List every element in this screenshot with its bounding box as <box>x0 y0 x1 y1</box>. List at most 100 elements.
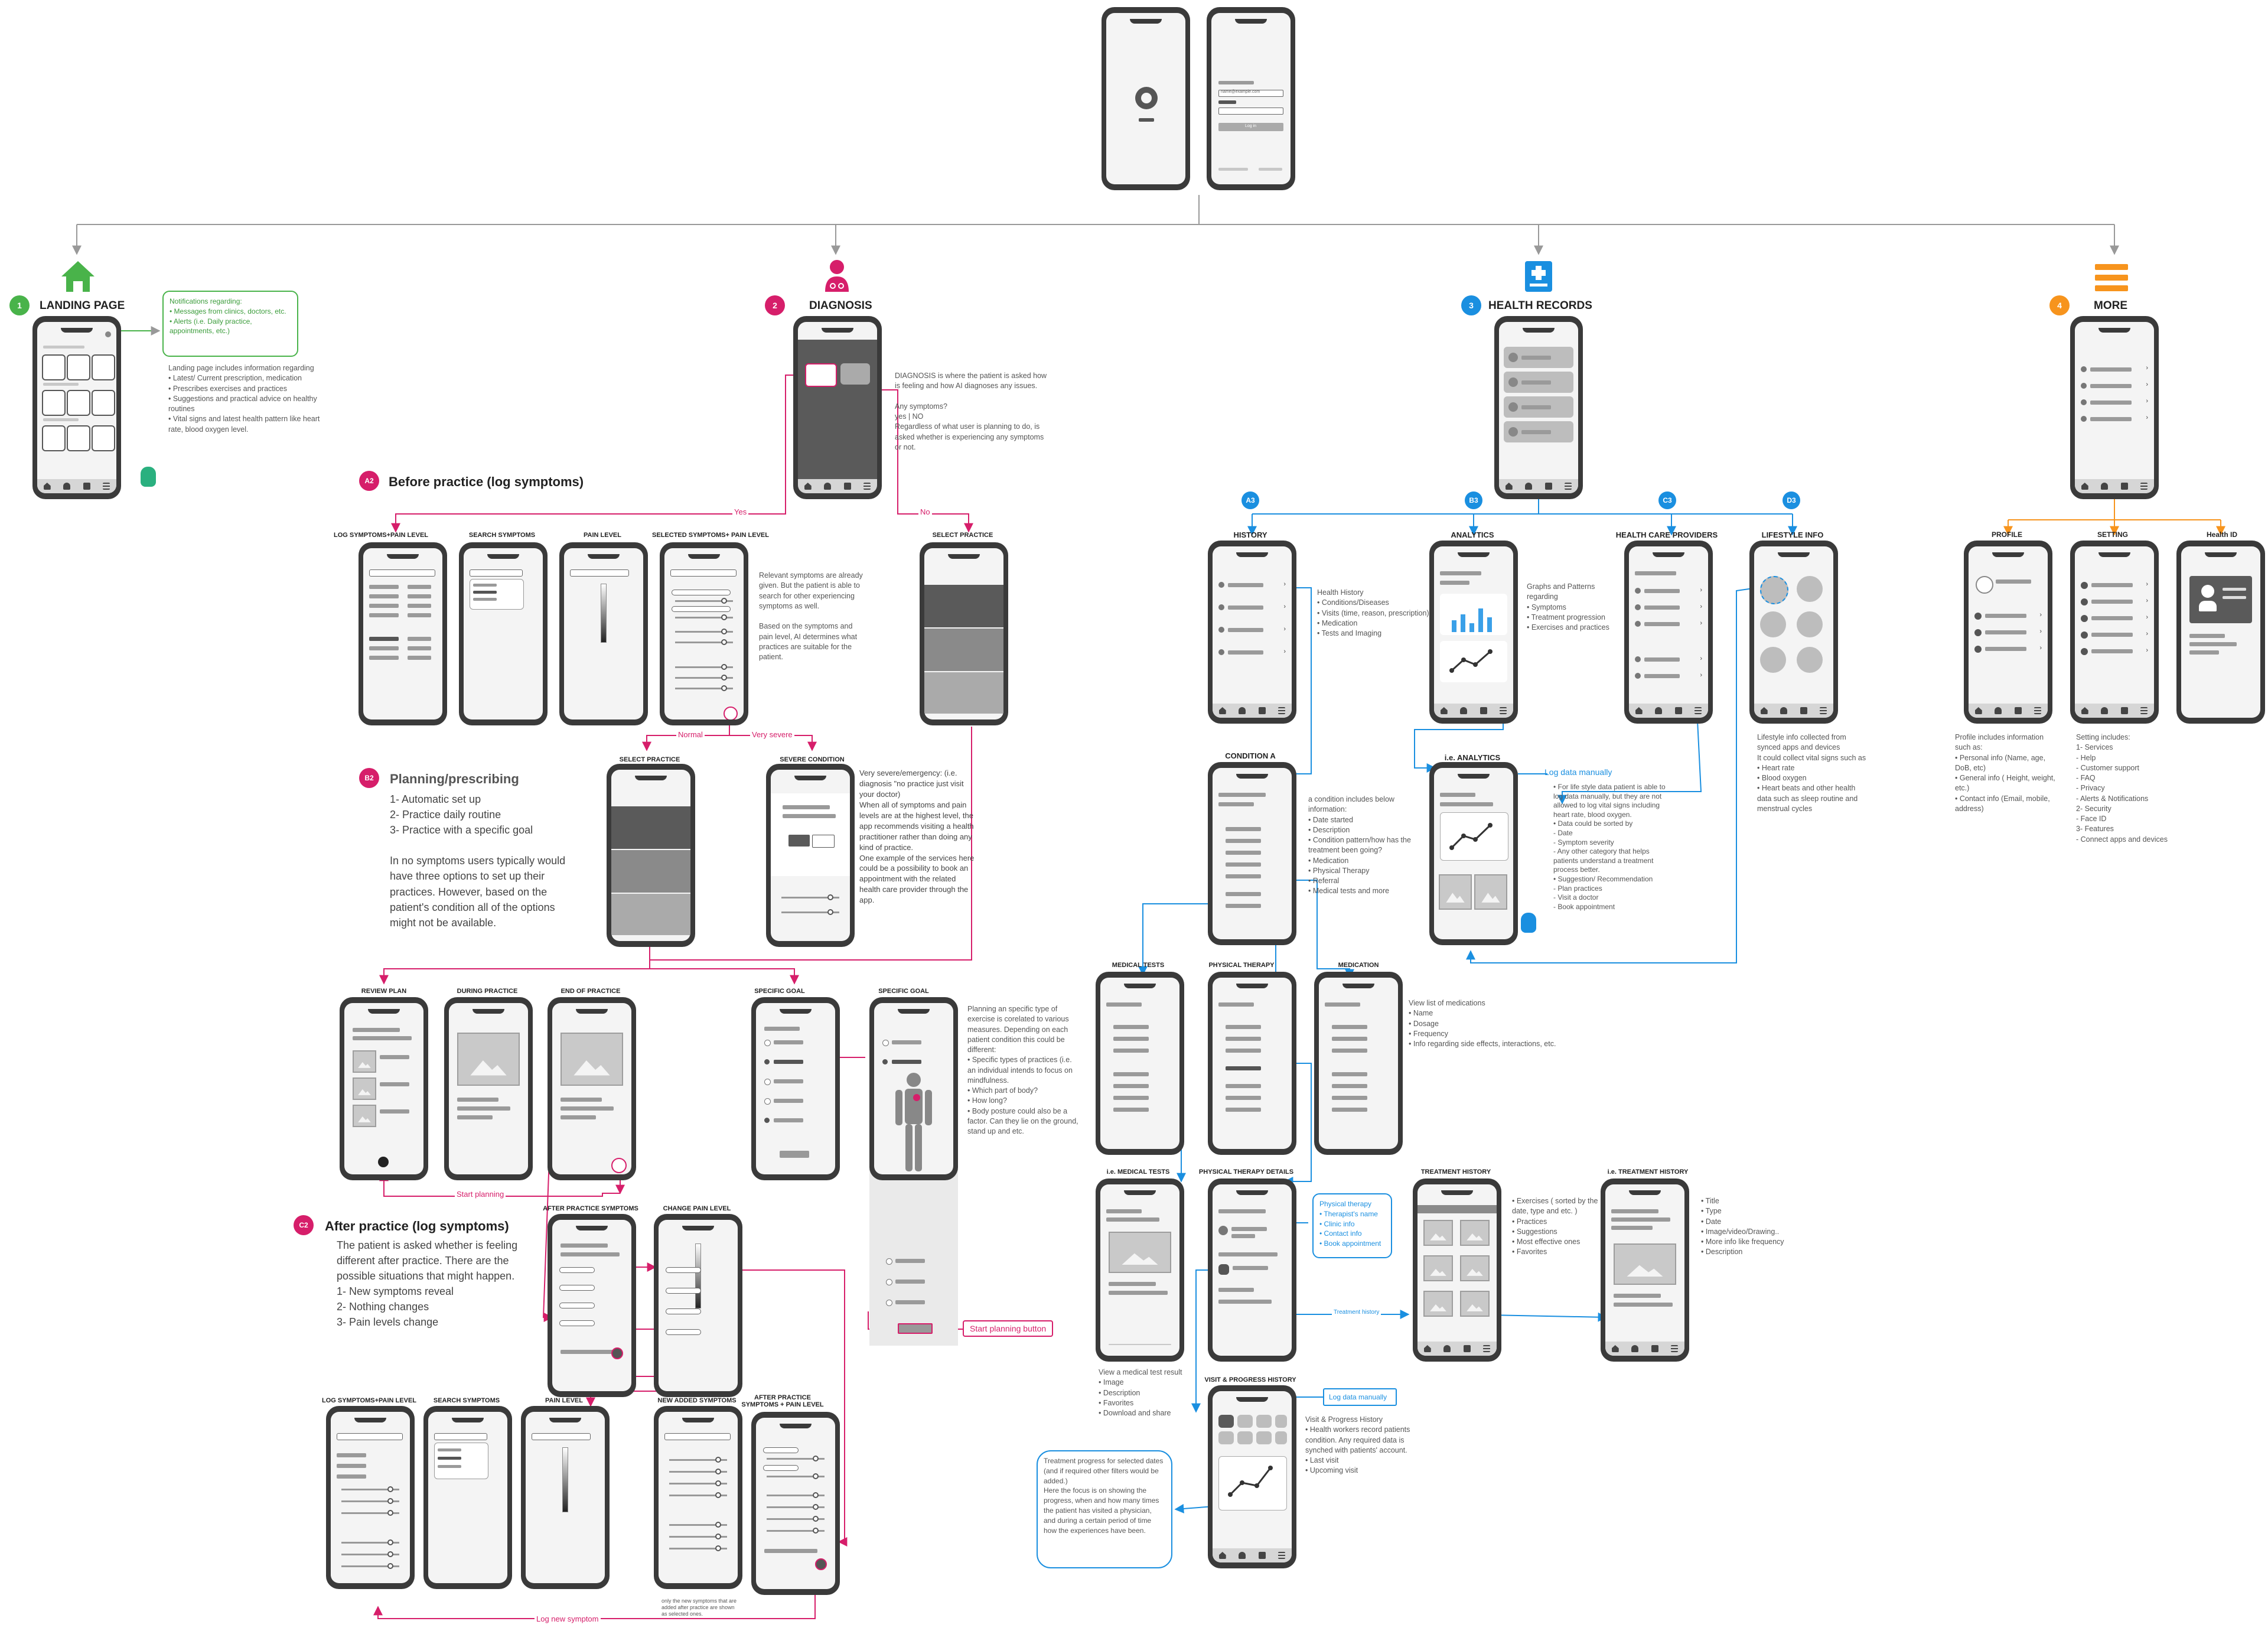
screen-title: VISIT & PROGRESS HISTORY <box>1204 1376 1296 1383</box>
treatment-history-note: • Exercises ( sorted by the date, type a… <box>1512 1197 1598 1256</box>
screen-title: i.e. ANALYTICS <box>1444 753 1501 762</box>
tap-hand-icon <box>141 467 156 487</box>
screen-title: LIFESTYLE INFO <box>1761 530 1824 539</box>
subsection-badge-c2: C2 <box>294 1215 314 1235</box>
screen-title: SEVERE CONDITION <box>780 756 845 763</box>
review-plan-screen <box>340 997 428 1180</box>
treatment-progress-note: Treatment progress for selected dates (a… <box>1037 1450 1172 1568</box>
log-data-notes: • For life style data patient is able to… <box>1553 783 1666 911</box>
lifestyle-note: Lifestyle info collected from synced app… <box>1757 733 1866 813</box>
screen-title: LOG SYMPTOMS+PAIN LEVEL <box>321 1397 417 1404</box>
screen-title: MEDICATION <box>1338 962 1379 969</box>
screen-title: AFTER PRACTICE SYMPTOMS + PAIN LEVEL <box>741 1394 824 1408</box>
diagnosis-screen <box>793 316 882 499</box>
log-new-symptom-label: Log new symptom <box>535 1614 601 1625</box>
more-screen: › › › › <box>2070 316 2159 499</box>
severe-note: Very severe/emergency: (i.e. diagnosis "… <box>859 769 975 905</box>
log-data-manually-label: Log data manually <box>1544 767 1612 777</box>
screen-title: DURING PRACTICE <box>457 988 518 995</box>
subsection-title-b2: Planning/prescribing <box>390 771 519 786</box>
screen-title: NEW ADDED SYMPTOMS <box>657 1397 737 1404</box>
screen-title: SEARCH SYMPTOMS <box>468 532 536 539</box>
tap-hand-icon <box>1521 913 1536 933</box>
physical-therapy-screen <box>1208 972 1296 1155</box>
very-severe-label: Very severe <box>750 730 794 740</box>
setting-screen: › › › › › <box>2070 541 2159 724</box>
severe-condition-screen <box>766 764 855 947</box>
pain-level-screen <box>559 542 648 725</box>
treatment-history-link-label: Treatment history <box>1332 1308 1381 1317</box>
no-label: No <box>918 507 932 517</box>
start-planning-label: Start planning <box>455 1189 506 1200</box>
line-chart-icon <box>1449 649 1493 673</box>
doctor-icon <box>824 259 850 293</box>
select-practice-screen-2 <box>607 764 695 947</box>
splash-screen <box>1102 7 1190 190</box>
analytics-note: Graphs and Patterns regarding • Symptoms… <box>1527 582 1609 631</box>
subsection-badge-b2: B2 <box>359 768 379 788</box>
landing-page-note: Landing page includes information regard… <box>168 364 320 434</box>
section-title-landing: LANDING PAGE <box>40 299 125 312</box>
subsection-badge-d3: D3 <box>1783 491 1800 509</box>
section-title-more: MORE <box>2094 299 2127 312</box>
health-id-screen <box>2176 541 2265 724</box>
section-number-2: 2 <box>765 295 785 315</box>
screen-title: PHYSICAL THERAPY DETAILS <box>1198 1168 1294 1176</box>
login-button[interactable]: Log in <box>1245 124 1257 128</box>
play-button[interactable] <box>378 1157 389 1167</box>
screen-title: SELECT PRACTICE <box>619 756 680 763</box>
body-figure-icon[interactable] <box>887 1071 940 1174</box>
screen-title: AFTER PRACTICE SYMPTOMS <box>543 1205 638 1212</box>
screen-title: PAIN LEVEL <box>584 532 621 539</box>
medical-test-result-note: View a medical test result • Image • Des… <box>1099 1368 1182 1417</box>
after-practice-symptoms-pain-screen <box>751 1412 840 1595</box>
health-care-providers-screen: › › › › › <box>1624 541 1713 724</box>
analytics-screen <box>1429 541 1518 724</box>
email-field[interactable]: name@example.com <box>1221 90 1260 94</box>
only-new-symptoms-note: only the new symptoms that are added aft… <box>662 1598 737 1617</box>
physical-therapy-note: Physical therapy • Therapist's name • Cl… <box>1312 1193 1392 1258</box>
screen-title: SELECTED SYMPTOMS+ PAIN LEVEL <box>652 532 769 539</box>
subsection-badge-a2: A2 <box>359 471 379 491</box>
new-added-symptoms-screen <box>654 1406 742 1589</box>
specific-goal-note: Planning an specific type of exercise is… <box>967 1005 1078 1135</box>
relevant-symptoms-note: Relevant symptoms are already given. But… <box>759 571 863 661</box>
screen-title: CONDITION A <box>1225 751 1276 760</box>
log-symptoms-screen-2 <box>326 1406 415 1589</box>
start-planning-button-label: Start planning button <box>963 1320 1054 1337</box>
screen-title: ANALYTICS <box>1451 530 1494 539</box>
specific-goal-screen <box>751 997 840 1180</box>
diagnosis-note: DIAGNOSIS is where the patient is asked … <box>895 372 1047 451</box>
health-records-screen <box>1494 316 1583 499</box>
during-practice-screen <box>444 997 533 1180</box>
section-number-4: 4 <box>2049 295 2070 315</box>
screen-title: CHANGE PAIN LEVEL <box>663 1205 731 1212</box>
profile-note: Profile includes information such as: • … <box>1955 733 2055 813</box>
screen-title: SPECIFIC GOAL <box>754 988 805 995</box>
landing-page-screen <box>32 316 121 499</box>
pain-level-screen-2 <box>521 1406 610 1589</box>
screen-title: Health ID <box>2206 530 2237 539</box>
medical-record-icon <box>1524 260 1553 293</box>
notification-bell-icon[interactable] <box>105 331 111 337</box>
treatment-history-screen <box>1413 1179 1501 1362</box>
condition-note: a condition includes below information: … <box>1308 795 1411 896</box>
section-title-health-records: HEALTH RECORDS <box>1488 299 1592 312</box>
setting-note: Setting includes: 1- Services - Help - C… <box>2076 733 2168 844</box>
medical-tests-screen <box>1096 972 1184 1155</box>
ie-analytics-screen <box>1429 762 1518 945</box>
screen-title: LOG SYMPTOMS+PAIN LEVEL <box>333 532 429 539</box>
subsection-badge-a3: A3 <box>1241 491 1259 509</box>
screen-title: SEARCH SYMPTOMS <box>433 1397 500 1404</box>
physical-therapy-details-screen <box>1208 1179 1296 1362</box>
screen-title: SETTING <box>2097 530 2128 539</box>
profile-screen: › › › <box>1964 541 2052 724</box>
health-history-note: Health History • Conditions/Diseases • V… <box>1317 588 1429 637</box>
screen-title: PROFILE <box>1991 530 2022 539</box>
screen-title: TREATMENT HISTORY <box>1420 1168 1491 1176</box>
login-screen: name@example.com Log in <box>1207 7 1295 190</box>
progress-chart-icon <box>1228 1466 1273 1497</box>
trend-chart-icon <box>1449 823 1493 850</box>
visit-progress-note: Visit & Progress History • Health worker… <box>1305 1415 1410 1475</box>
